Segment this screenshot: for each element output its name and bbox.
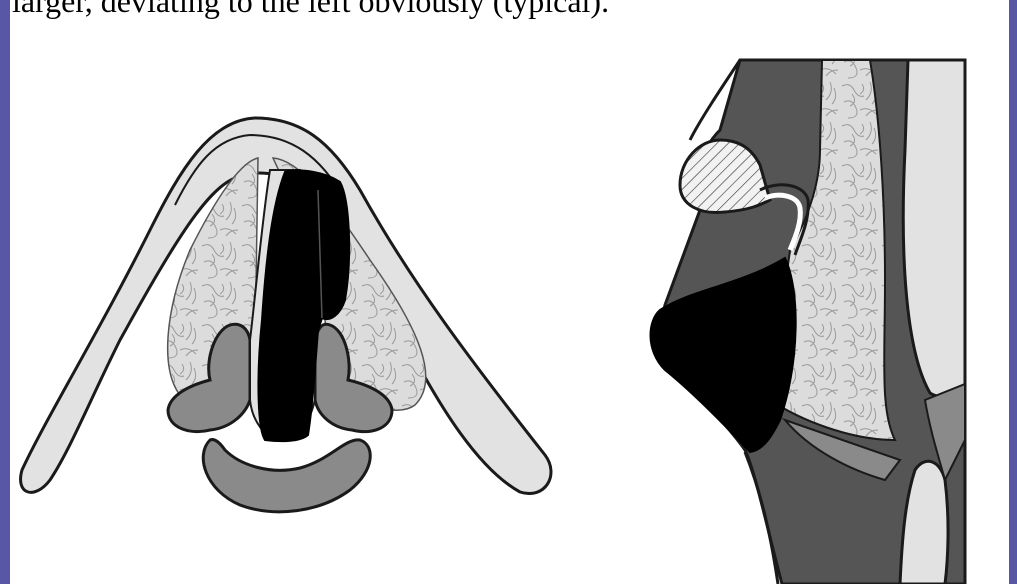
cricoid-arc — [203, 440, 370, 512]
right-panel — [650, 60, 965, 584]
left-panel — [21, 118, 551, 512]
spine-light-column — [903, 60, 965, 396]
